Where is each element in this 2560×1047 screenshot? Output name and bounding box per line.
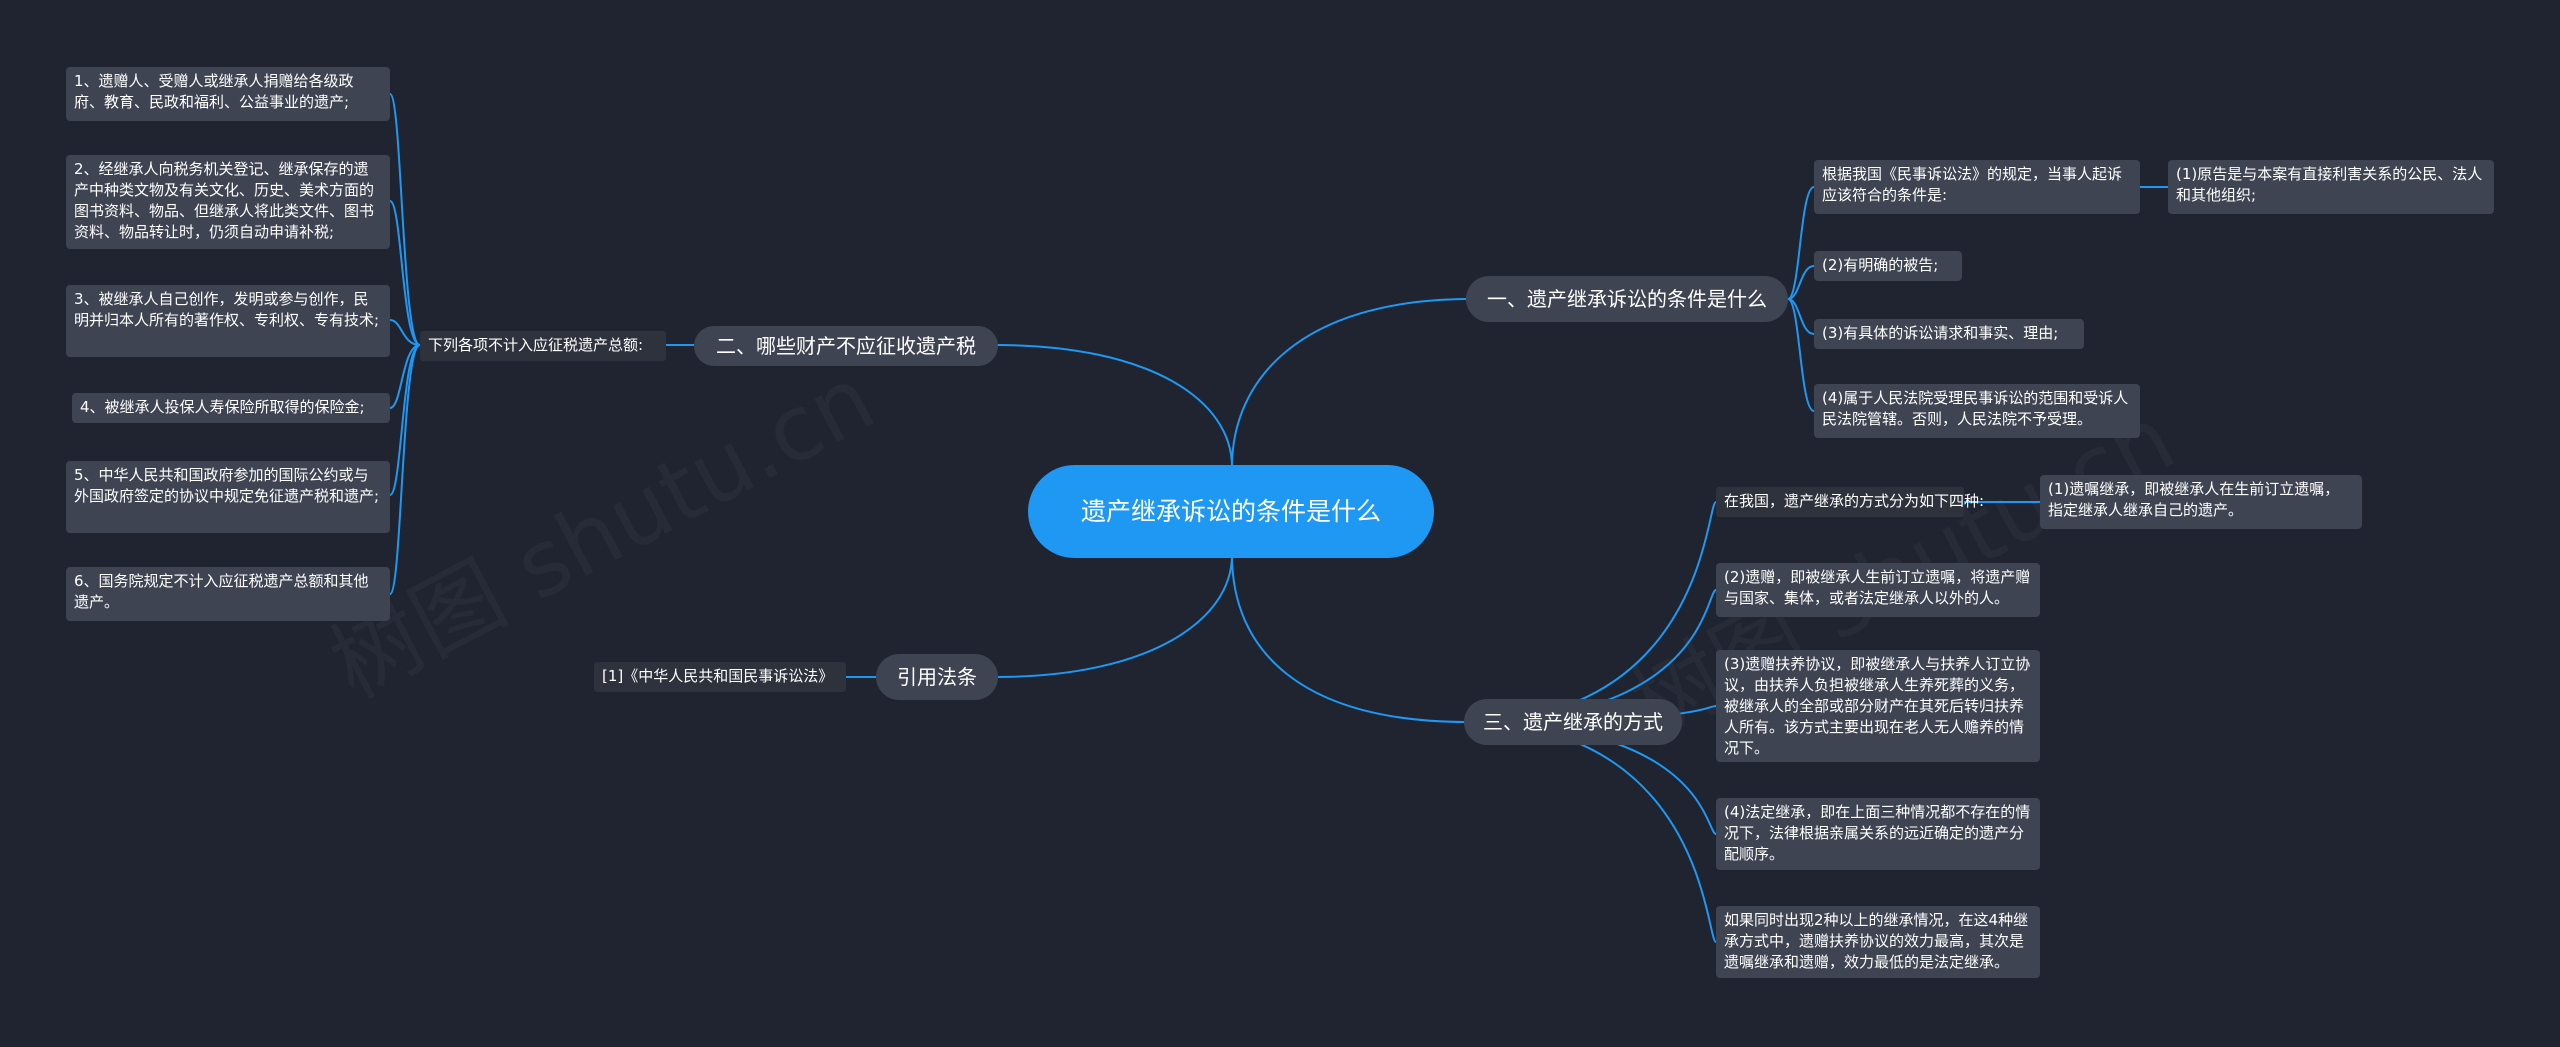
b2-child-1[interactable]: 1、遗赠人、受赠人或继承人捐赠给各级政府、教育、民政和福利、公益事业的遗产; <box>66 67 390 121</box>
link-root-b3 <box>1231 554 1469 723</box>
link-b3-c4 <box>1463 721 1717 943</box>
b2-child-3[interactable]: 3、被继承人自己创作，发明或参与创作，民明并归本人所有的著作权、专利权、专有技术… <box>66 285 390 357</box>
b1-child-1[interactable]: 根据我国《民事诉讼法》的规定，当事人起诉应该符合的条件是: <box>1814 160 2140 214</box>
b2-child-6[interactable]: 6、国务院规定不计入应征税遗产总额和其他遗产。 <box>66 567 390 621</box>
b3-child-5[interactable]: 如果同时出现2种以上的继承情况，在这4种继承方式中，遗赠扶养协议的效力最高，其次… <box>1716 906 2040 978</box>
b4-child-1[interactable]: [1]《中华人民共和国民事诉讼法》 <box>594 662 846 692</box>
b2-child-5[interactable]: 5、中华人民共和国政府参加的国际公约或与外国政府签定的协议中规定免征遗产税和遗产… <box>66 461 390 533</box>
b3-grandchild[interactable]: (1)遗嘱继承，即被继承人在生前订立遗嘱，指定继承人继承自己的遗产。 <box>2040 475 2362 529</box>
b1-child-4[interactable]: (4)属于人民法院受理民事诉讼的范围和受诉人民法院管辖。否则，人民法院不予受理。 <box>1814 384 2140 438</box>
link-b3-c0 <box>1463 501 1717 723</box>
b1-child-3[interactable]: (3)有具体的诉讼请求和事实、理由; <box>1814 319 2084 349</box>
link-root-b4 <box>995 554 1233 678</box>
link-b2-c5 <box>389 344 421 595</box>
link-b1-c1 <box>1787 265 1815 300</box>
link-b2-c1 <box>389 200 421 346</box>
b2-mid-label[interactable]: 下列各项不计入应征税遗产总额: <box>420 331 666 361</box>
link-b1-c0 <box>1787 186 1815 300</box>
link-b2-c3 <box>389 344 421 409</box>
link-root-b1 <box>1231 298 1469 468</box>
branch-non-taxable-property[interactable]: 二、哪些财产不应征收遗产税 <box>694 326 998 366</box>
branch-cited-law[interactable]: 引用法条 <box>876 654 998 700</box>
b1-child-2[interactable]: (2)有明确的被告; <box>1814 251 1962 281</box>
link-b1-c3 <box>1787 298 1815 412</box>
b2-child-2[interactable]: 2、经继承人向税务机关登记、继承保存的遗产中种类文物及有关文化、历史、美术方面的… <box>66 155 390 249</box>
b1-grandchild[interactable]: (1)原告是与本案有直接利害关系的公民、法人和其他组织; <box>2168 160 2494 214</box>
branch-inheritance-litigation-conditions[interactable]: 一、遗产继承诉讼的条件是什么 <box>1466 276 1788 322</box>
b3-child-2[interactable]: (2)遗赠，即被继承人生前订立遗嘱，将遗产赠与国家、集体，或者法定继承人以外的人… <box>1716 563 2040 617</box>
link-b2-c2 <box>389 319 421 346</box>
link-b2-c0 <box>389 93 421 346</box>
b3-child-1[interactable]: 在我国，遗产继承的方式分为如下四种: <box>1716 487 1984 517</box>
link-b2-c4 <box>389 344 421 496</box>
link-root-b2 <box>995 344 1233 468</box>
branch-inheritance-methods[interactable]: 三、遗产继承的方式 <box>1464 699 1682 745</box>
root-topic[interactable]: 遗产继承诉讼的条件是什么 <box>1028 465 1434 558</box>
b3-child-4[interactable]: (4)法定继承，即在上面三种情况都不存在的情况下，法律根据亲属关系的远近确定的遗… <box>1716 798 2040 870</box>
b3-child-3[interactable]: (3)遗赠扶养协议，即被继承人与扶养人订立协议，由扶养人负担被继承人生养死葬的义… <box>1716 650 2040 762</box>
b2-child-4[interactable]: 4、被继承人投保人寿保险所取得的保险金; <box>72 393 390 423</box>
